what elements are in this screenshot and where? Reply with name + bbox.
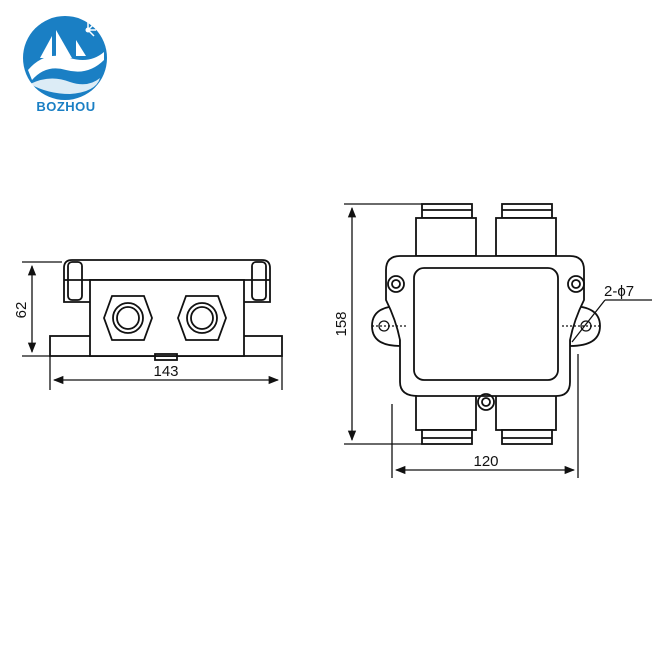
top-cable-gland-lower-left: [415, 393, 477, 445]
top-height-dimension: [344, 203, 422, 445]
top-view: [371, 203, 601, 445]
side-cable-gland-left: [103, 295, 153, 341]
side-cable-gland-right: [177, 295, 227, 341]
hole-spec-label: 2-ϕ7: [604, 283, 634, 300]
top-cable-gland-lower-right: [495, 393, 557, 445]
mounting-hole-left: [372, 320, 408, 332]
top-width-label: 120: [473, 453, 498, 470]
side-view: [49, 259, 283, 361]
top-width-dimension: [391, 354, 579, 478]
hole-leader-line: [571, 299, 652, 343]
top-lid: [413, 267, 559, 381]
top-height-label: 158: [333, 311, 350, 336]
brand-name: BOZHOU: [36, 99, 96, 114]
side-height-dimension: [22, 261, 62, 357]
sailboat-wave-logo-icon: [23, 16, 107, 100]
mounting-hole-right: [562, 320, 600, 332]
side-height-label: 62: [13, 302, 30, 319]
brand-logo: [23, 16, 107, 100]
side-width-dimension: [49, 356, 283, 390]
top-body-outer: [385, 255, 585, 397]
top-cable-gland-upper-left: [415, 203, 477, 257]
side-width-label: 143: [153, 363, 178, 380]
top-cable-gland-upper-right: [495, 203, 557, 257]
